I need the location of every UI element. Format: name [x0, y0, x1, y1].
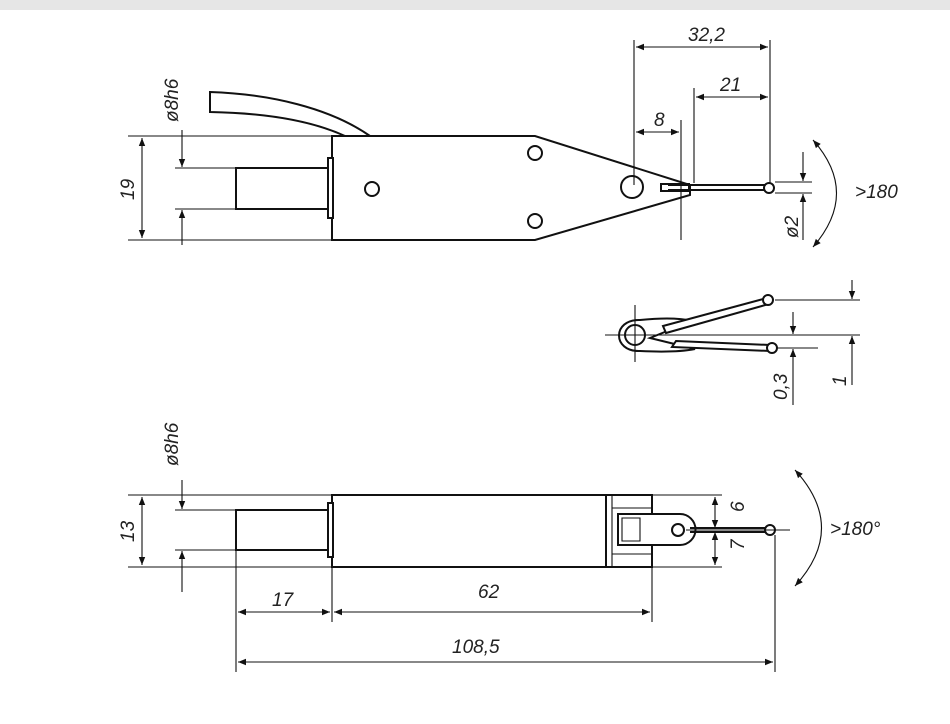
dim-6: 6 — [728, 501, 749, 512]
dim-1: 1 — [830, 375, 851, 386]
stylus — [668, 184, 765, 191]
top-view: 32,2 21 8 ø2 >180 ø8h6 19 — [118, 25, 898, 248]
dim-8: 8 — [654, 110, 665, 131]
flange — [327, 502, 334, 558]
top-bar — [0, 0, 950, 10]
stylus-ball — [763, 182, 775, 194]
flange — [327, 157, 334, 219]
cable — [209, 90, 374, 137]
dim-shank-diameter: ø8h6 — [162, 78, 183, 122]
stylus-detail: 0,3 1 — [605, 280, 860, 405]
dim-62: 62 — [478, 582, 500, 603]
dim-13: 13 — [118, 520, 139, 542]
dim-19: 19 — [118, 178, 139, 200]
dim-angle: >180° — [830, 519, 881, 540]
dim-shank-diameter: ø8h6 — [162, 422, 183, 466]
hole — [364, 181, 380, 197]
shank — [235, 509, 331, 551]
pivot — [620, 175, 644, 199]
dim-7: 7 — [728, 538, 749, 550]
dim-108-5: 108,5 — [452, 637, 500, 658]
shank — [235, 167, 331, 210]
dim-21: 21 — [719, 75, 741, 96]
hole — [527, 145, 543, 161]
probe-body — [331, 494, 613, 568]
dim-0-3: 0,3 — [771, 373, 792, 400]
side-view: ø8h6 13 6 7 >180° 17 62 108,5 — [118, 422, 881, 672]
dim-17: 17 — [272, 590, 295, 611]
hole — [527, 213, 543, 229]
dim-angle: >180 — [855, 182, 898, 203]
dim-ball-diameter: ø2 — [782, 215, 803, 238]
dim-32-2: 32,2 — [688, 25, 725, 46]
